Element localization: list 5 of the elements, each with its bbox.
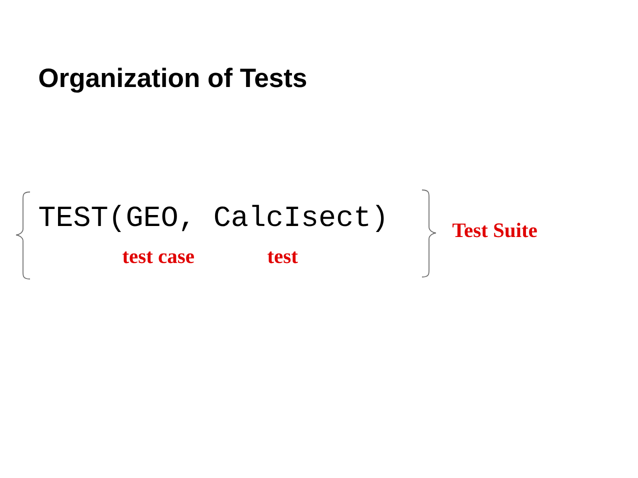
annotation: test case	[122, 251, 194, 264]
code-line: TEST(GEO, CalcIsect)	[39, 204, 384, 232]
title: Organization of Tests	[39, 68, 306, 93]
annotation: Test Suite	[452, 222, 537, 238]
annotation: test	[268, 251, 298, 264]
